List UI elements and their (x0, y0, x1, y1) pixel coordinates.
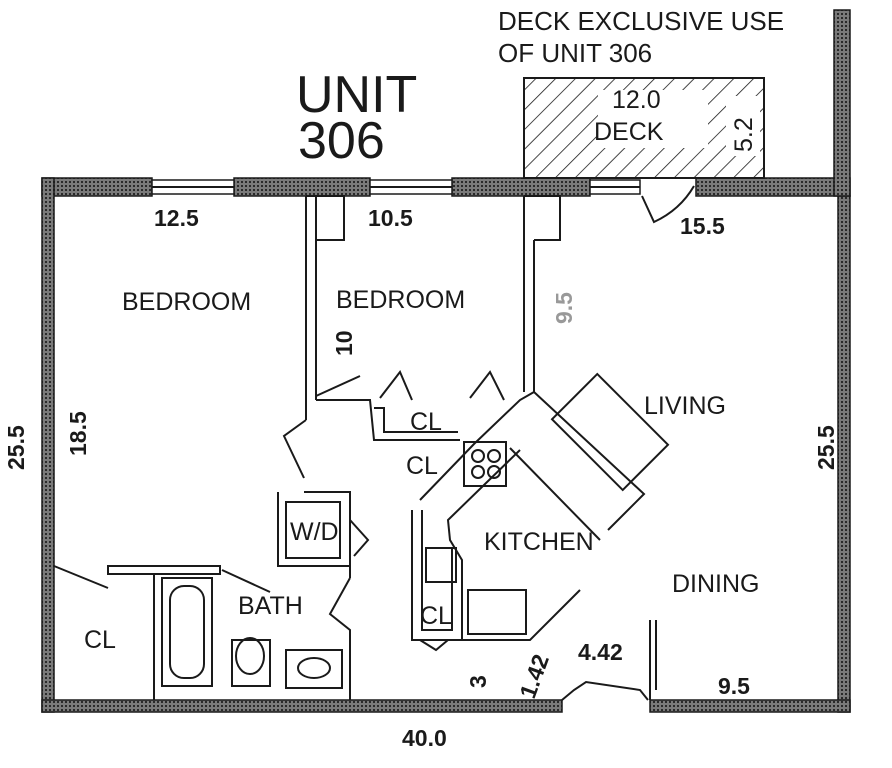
bedroom-middle-label: BEDROOM (336, 286, 465, 314)
dining-width-dim: 9.5 (718, 673, 750, 699)
kitchen-cabinets (411, 372, 670, 652)
overall-bottom-dim: 40.0 (402, 725, 447, 751)
dining-label: DINING (672, 570, 760, 598)
deck-label: DECK (594, 118, 664, 146)
deck-depth-dim: 5.2 (730, 117, 758, 152)
entry-door (561, 680, 649, 701)
deck-door (641, 185, 695, 224)
bedroom-left-label: BEDROOM (122, 288, 251, 316)
unit-title-line1: UNIT (296, 66, 417, 124)
overall-right-dim: 25.5 (813, 425, 839, 470)
unit-title-line2: 306 (298, 112, 385, 170)
kitchen-label: KITCHEN (484, 528, 594, 556)
washer-dryer-label: W/D (290, 518, 339, 546)
bath-fixtures (161, 577, 343, 689)
closet-middle-label: CL (410, 408, 442, 436)
bedroom-middle-width-dim: 10.5 (368, 205, 413, 231)
bedroom-middle-depth-dim: 10 (331, 330, 357, 356)
entry-dim-c: 4.42 (578, 639, 623, 665)
entry-dim-a: 3 (465, 675, 491, 688)
living-label: LIVING (644, 392, 726, 420)
deck-note-line2: OF UNIT 306 (498, 38, 652, 68)
closet-kitchen-label: CL (420, 602, 452, 630)
bath-label: BATH (238, 592, 303, 620)
living-width-dim: 15.5 (680, 213, 725, 239)
bedroom-left-width-dim: 12.5 (154, 205, 199, 231)
windows (151, 179, 641, 195)
exterior-walls (41, 9, 851, 713)
living-depth-dim: 9.5 (551, 292, 577, 324)
entry-dim-b: 1.42 (514, 651, 554, 702)
overall-left-dim: 25.5 (3, 425, 29, 470)
deck (523, 77, 765, 179)
closet-small-label: CL (406, 452, 438, 480)
deck-width-dim: 12.0 (612, 86, 661, 114)
deck-note-line1: DECK EXCLUSIVE USE (498, 6, 784, 36)
closet-left-label: CL (84, 626, 116, 654)
bedroom-left-depth-dim: 18.5 (65, 411, 91, 456)
interior-walls (53, 195, 657, 700)
